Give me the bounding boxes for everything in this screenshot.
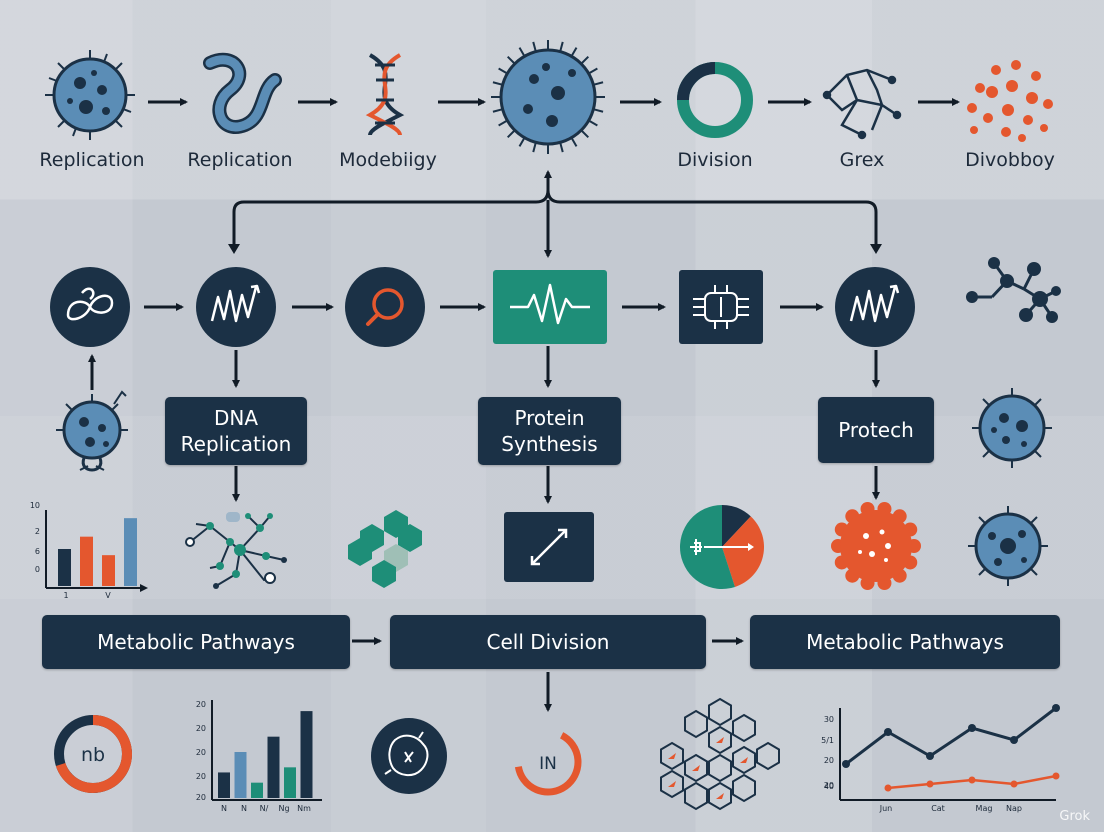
bar-x-tick: N/ — [260, 804, 269, 813]
line-point — [968, 724, 976, 732]
pie-chart — [680, 505, 764, 589]
pie-slice — [722, 516, 764, 587]
virus-icon — [968, 506, 1048, 586]
mini-y-tick: 0 — [35, 565, 40, 574]
germ-icon — [831, 501, 921, 591]
hexagon-cluster-icon — [348, 510, 422, 588]
box-cell-division: Cell Division — [390, 615, 706, 669]
virus-icon — [972, 388, 1052, 468]
label-divobboy: Divobboy — [965, 149, 1055, 171]
label-division: Division — [677, 149, 753, 171]
box-protech-text: Protech — [838, 418, 914, 442]
bar-y-tick: 20 — [196, 748, 206, 757]
line-point — [1010, 780, 1018, 788]
line-x-tick: Jun — [879, 804, 893, 813]
knot-icon — [50, 267, 130, 347]
chip-icon — [679, 270, 763, 344]
line-x-tick: Mag — [976, 804, 993, 813]
box-metabolic-right: Metabolic Pathways — [750, 615, 1060, 669]
bar — [300, 711, 313, 798]
line-y-tick: 20 — [824, 781, 834, 790]
line-x-tick: Cat — [931, 804, 945, 813]
ecg-icon — [493, 270, 607, 344]
line-point — [884, 728, 892, 736]
waveform-icon — [196, 267, 276, 347]
line-point — [1010, 736, 1018, 744]
label-modebiigy: Modebiigy — [339, 149, 437, 171]
bar-x-tick: Nm — [297, 804, 311, 813]
box-protein-synthesis-text: Protein Synthesis — [501, 406, 598, 456]
box-metabolic-left-text: Metabolic Pathways — [97, 630, 295, 654]
mini-bar — [80, 536, 93, 586]
waveform-icon — [835, 267, 915, 347]
box-dna-replication: DNA Replication — [165, 397, 307, 465]
mini-bar-chart: 10 2 6 0 1 V — [30, 501, 148, 600]
line-y-tick: 40 — [824, 782, 834, 791]
watermark: Grok — [1059, 809, 1090, 824]
virus-icon — [45, 50, 135, 140]
network-graph-icon — [185, 512, 287, 589]
bar — [218, 772, 230, 798]
line-y-tick: 5/1 — [821, 736, 834, 745]
mini-bar — [124, 518, 137, 586]
label-grex: Grex — [839, 149, 885, 171]
mini-bar — [58, 549, 71, 586]
bar-y-tick: 20 — [196, 700, 206, 709]
bar — [267, 736, 280, 798]
puzzle-circle-icon — [371, 718, 447, 794]
bar-y-tick: 20 — [196, 793, 206, 802]
line-point — [926, 752, 934, 760]
gauge-bottom: IN — [514, 732, 582, 796]
magnifier-icon — [345, 267, 425, 347]
mini-x-tick: 1 — [63, 591, 68, 600]
cell-icon — [491, 40, 605, 154]
line-x-tick: Nap — [1006, 804, 1022, 813]
mini-y-tick: 10 — [30, 501, 40, 510]
box-protech: Protech — [818, 397, 934, 463]
resize-icon — [504, 512, 594, 582]
line-point — [1052, 704, 1060, 712]
bar-y-tick: 20 — [196, 724, 206, 733]
bar-y-tick: 20 — [196, 772, 206, 781]
gauge-left: nb — [54, 715, 132, 793]
label-replication-1: Replication — [39, 149, 145, 171]
bar-chart-bottom: 20 20 20 20 20 N N N/Ng Nm — [196, 700, 322, 813]
box-dna-replication-text: DNA Replication — [180, 406, 292, 456]
network-icon — [822, 68, 902, 140]
line-point — [926, 780, 934, 788]
bar-x-tick: N — [241, 804, 247, 813]
mini-y-tick: 2 — [35, 527, 40, 536]
bar-x-tick: N — [221, 804, 227, 813]
molecule-icon — [966, 257, 1061, 323]
pie-slice — [722, 505, 751, 547]
mini-x-tick: V — [105, 591, 111, 600]
bar — [234, 752, 247, 798]
worm-icon — [203, 52, 282, 134]
dna-icon — [365, 53, 405, 136]
gauge-left-label: nb — [81, 744, 105, 766]
virus-icon — [56, 390, 128, 472]
box-metabolic-right-text: Metabolic Pathways — [806, 630, 1004, 654]
ring-icon — [677, 62, 753, 138]
dots-icon — [967, 60, 1053, 142]
label-replication-2: Replication — [187, 149, 293, 171]
bar-x-tick: Ng — [278, 804, 289, 813]
bar — [251, 782, 263, 798]
line-point — [884, 784, 892, 792]
gauge-bottom-label: IN — [539, 754, 557, 774]
line-y-tick: 20 — [824, 756, 834, 765]
mini-bar — [102, 555, 115, 586]
box-metabolic-left: Metabolic Pathways — [42, 615, 350, 669]
mini-y-tick: 6 — [35, 547, 40, 556]
hexagon-grid-icon — [660, 697, 780, 811]
line-y-tick: 30 — [824, 715, 834, 724]
box-cell-division-text: Cell Division — [486, 630, 610, 654]
box-protein-synthesis: Protein Synthesis — [478, 397, 621, 465]
line-point — [842, 760, 850, 768]
bar — [284, 767, 296, 798]
line-point — [968, 776, 976, 784]
line-point — [1052, 772, 1060, 780]
